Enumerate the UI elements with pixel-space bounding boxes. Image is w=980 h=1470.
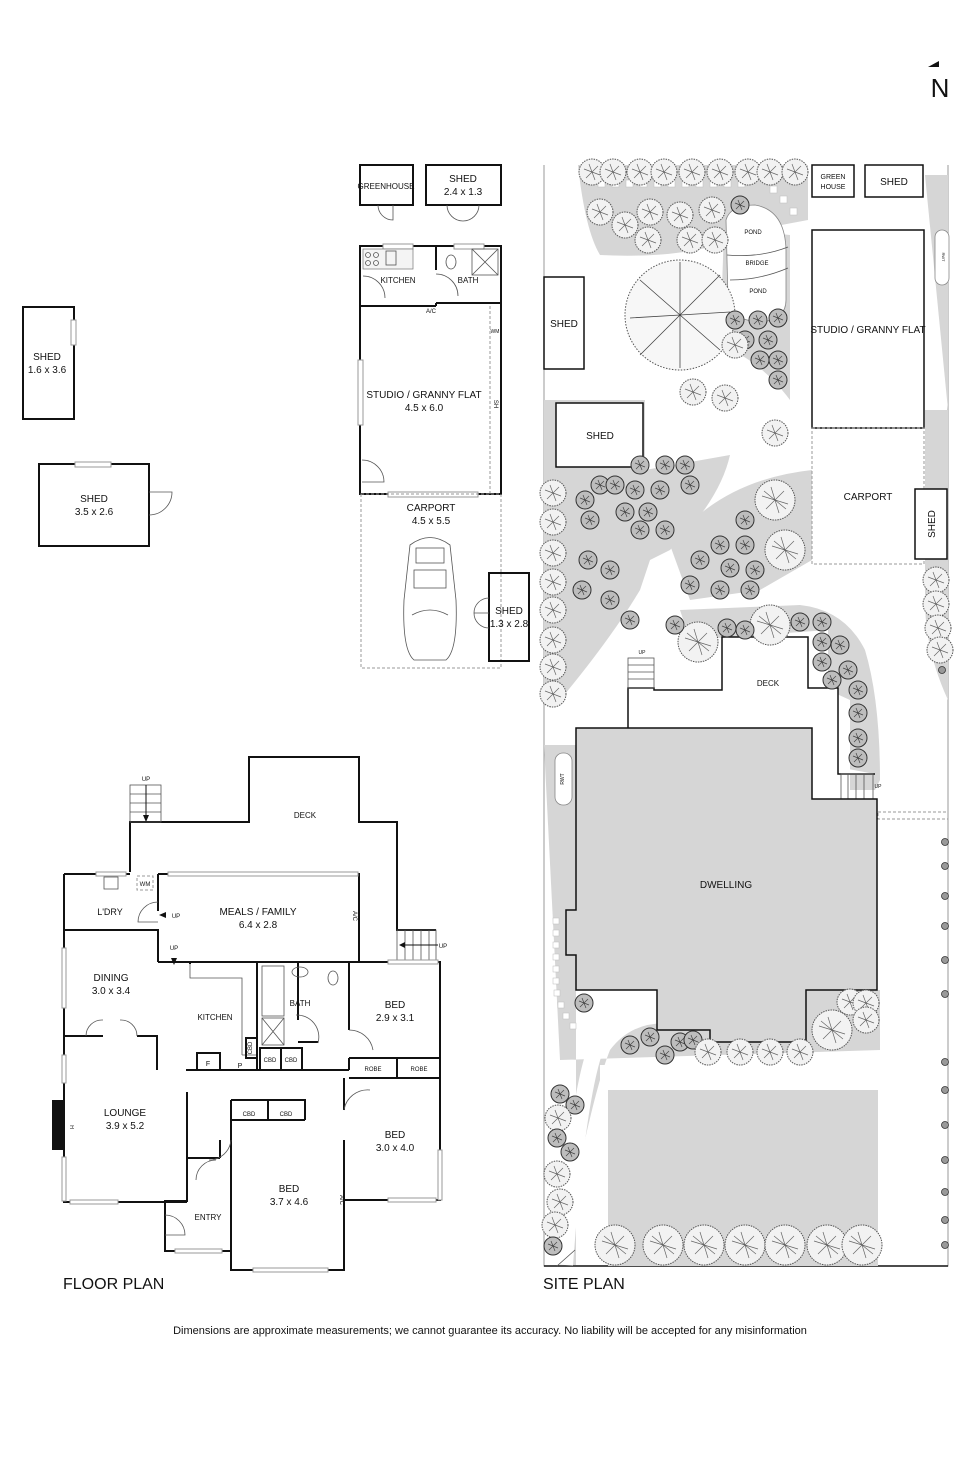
shed-top-label: SHED bbox=[449, 174, 477, 185]
robe-label-2: ROBE bbox=[410, 1067, 427, 1073]
site-up-label-2: UP bbox=[875, 784, 883, 790]
studio-ac-label: A/C bbox=[426, 309, 437, 315]
meals-family-label: MEALS / FAMILY bbox=[219, 907, 296, 918]
cbd-label-3: CBD bbox=[285, 1058, 298, 1064]
carport: CARPORT 4.5 x 5.5 bbox=[360, 493, 502, 669]
pantry-label: P bbox=[238, 1063, 243, 1070]
carport-size: 4.5 x 5.5 bbox=[412, 516, 451, 527]
shed-a-size: 1.6 x 3.6 bbox=[28, 365, 67, 376]
floor-plan-title: FLOOR PLAN bbox=[63, 1276, 165, 1293]
shed-a: SHED 1.6 x 3.6 bbox=[22, 306, 77, 420]
laundry-up-label: UP bbox=[172, 914, 180, 920]
north-arrow: N bbox=[925, 55, 955, 105]
carport-label: CARPORT bbox=[407, 503, 456, 514]
site-up-label-1: UP bbox=[639, 650, 647, 656]
bed3-label: BED bbox=[279, 1184, 300, 1195]
site-studio-label: STUDIO / GRANNY FLAT bbox=[810, 325, 925, 336]
meals-family-size: 6.4 x 2.8 bbox=[239, 920, 278, 931]
site-rwt-label-2: RWT bbox=[560, 773, 566, 784]
dwelling-footprint bbox=[565, 727, 878, 1043]
dwelling-label: DWELLING bbox=[700, 880, 752, 891]
bridge-label: BRIDGE bbox=[745, 261, 768, 267]
shed-side-label: SHED bbox=[495, 606, 523, 617]
kitchen-label: KITCHEN bbox=[197, 1013, 232, 1022]
bed1-size: 2.9 x 3.1 bbox=[376, 1013, 415, 1024]
lounge-label: LOUNGE bbox=[104, 1108, 147, 1119]
bed3-size: 3.7 x 4.6 bbox=[270, 1197, 309, 1208]
bed1-label: BED bbox=[385, 1000, 406, 1011]
floor-plan: DECK UP UP F P CBD CBD CBD CBD bbox=[52, 756, 447, 1273]
bed2-size: 3.0 x 4.0 bbox=[376, 1143, 415, 1154]
shed-top-size: 2.4 x 1.3 bbox=[444, 187, 483, 198]
studio-kitchen-label: KITCHEN bbox=[380, 276, 415, 285]
studio-wm-label: WM bbox=[491, 329, 500, 335]
north-label: N bbox=[930, 73, 950, 103]
site-greenhouse-label-2: HOUSE bbox=[821, 184, 846, 191]
site-rwt-label-1: RWT bbox=[941, 252, 946, 262]
cbd-label-4: CBD bbox=[243, 1112, 256, 1118]
studio-bath-label: BATH bbox=[458, 276, 479, 285]
wm-label: WM bbox=[140, 882, 151, 888]
site-shed-w2-label: SHED bbox=[586, 431, 614, 442]
kitchen-up-label: UP bbox=[170, 946, 178, 952]
studio-label: STUDIO / GRANNY FLAT bbox=[366, 390, 481, 401]
cbd-label-1: CBD bbox=[248, 1041, 254, 1054]
shed-b-label: SHED bbox=[80, 494, 108, 505]
studio-size: 4.5 x 6.0 bbox=[405, 403, 444, 414]
studio-flat: KITCHEN BATH A/C WM SH STUDIO / GRANNY F… bbox=[357, 243, 502, 498]
site-greenhouse-label-1: GREEN bbox=[821, 174, 846, 181]
dining-label: DINING bbox=[94, 973, 129, 984]
greenhouse: GREENHOUSE bbox=[358, 164, 415, 221]
studio-sh-label: SH bbox=[492, 400, 498, 408]
deck-label: DECK bbox=[294, 811, 317, 820]
site-shed-ne-label: SHED bbox=[880, 177, 908, 188]
dining-size: 3.0 x 3.4 bbox=[92, 986, 131, 997]
entry-label: ENTRY bbox=[195, 1213, 223, 1222]
ac-label-2: A/C bbox=[338, 1195, 344, 1206]
bath-label: BATH bbox=[290, 999, 311, 1008]
laundry-label: L'DRY bbox=[97, 907, 123, 917]
stairs-up-label: UP bbox=[142, 777, 150, 783]
ac-label-1: A/C bbox=[351, 911, 357, 922]
stairs-up-label-2: UP bbox=[439, 944, 447, 950]
lounge-size: 3.9 x 5.2 bbox=[106, 1121, 145, 1132]
north-arrow-icon bbox=[928, 61, 939, 67]
greenhouse-label: GREENHOUSE bbox=[358, 182, 415, 191]
shed-b-size: 3.5 x 2.6 bbox=[75, 507, 114, 518]
shed-side-size: 1.3 x 2.8 bbox=[490, 619, 529, 630]
site-plan: GREEN HOUSE SHED STUDIO / GRANNY FLAT RW… bbox=[539, 158, 954, 1267]
car-icon bbox=[403, 537, 457, 661]
site-carport-label: CARPORT bbox=[844, 492, 893, 503]
site-plan-title: SITE PLAN bbox=[543, 1276, 625, 1293]
pond-top-label: POND bbox=[744, 230, 762, 236]
cbd-label-5: CBD bbox=[280, 1112, 293, 1118]
shed-top: SHED 2.4 x 1.3 bbox=[425, 164, 502, 222]
heater-label: H bbox=[68, 1125, 74, 1129]
pond-bottom-label: POND bbox=[749, 289, 767, 295]
disclaimer: Dimensions are approximate measurements;… bbox=[173, 1325, 807, 1337]
cbd-label-2: CBD bbox=[264, 1058, 277, 1064]
site-shed-w1-label: SHED bbox=[550, 319, 578, 330]
shed-a-label: SHED bbox=[33, 352, 61, 363]
robe-label-1: ROBE bbox=[364, 1067, 381, 1073]
shed-side: SHED 1.3 x 2.8 bbox=[473, 572, 530, 662]
site-deck-label: DECK bbox=[757, 679, 780, 688]
shed-b: SHED 3.5 x 2.6 bbox=[38, 461, 173, 547]
fridge-label: F bbox=[206, 1061, 210, 1068]
bed2-label: BED bbox=[385, 1130, 406, 1141]
site-shed-e-label: SHED bbox=[927, 510, 938, 538]
